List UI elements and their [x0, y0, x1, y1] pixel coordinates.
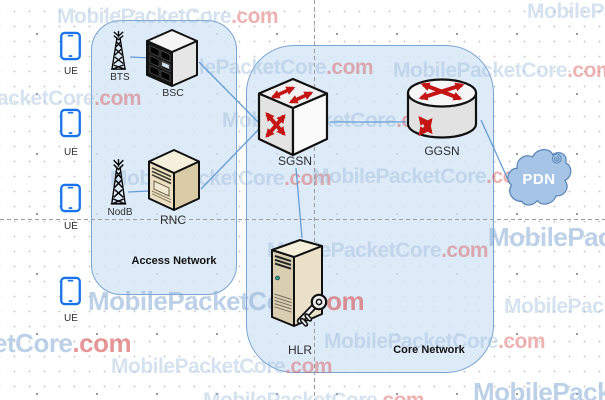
smartphone-icon	[60, 108, 81, 138]
router-cylinder-icon	[406, 78, 478, 139]
watermark-text: MobilePacketCore.com	[473, 377, 605, 400]
tower-server-key-icon	[271, 239, 328, 327]
sgsn-label: SGSN	[277, 154, 312, 168]
ue-device-4[interactable]	[60, 276, 81, 306]
page-guide-vertical	[314, 0, 315, 400]
bts-node[interactable]	[106, 30, 131, 71]
antenna-tower-icon	[111, 30, 126, 70]
access-network-label: Access Network	[131, 255, 217, 267]
hlr-node[interactable]	[265, 236, 335, 336]
ue-label: UE	[64, 66, 78, 77]
hlr-label: HLR	[287, 343, 312, 357]
antenna-tower-icon	[110, 159, 127, 205]
smartphone-icon	[60, 276, 81, 306]
bsc-node[interactable]	[145, 28, 199, 88]
rnc-node[interactable]	[147, 148, 201, 212]
watermark-text: MobilePacketCore.com	[488, 222, 605, 252]
ggsn-label: GGSN	[424, 144, 460, 158]
ggsn-node[interactable]	[405, 76, 479, 148]
watermark-text: MobilePacketCore.com	[0, 328, 132, 358]
rnc-label: RNC	[160, 213, 186, 227]
core-network-label: Core Network	[393, 344, 465, 356]
pdn-label: PDN	[522, 171, 556, 188]
nodb-node[interactable]	[106, 158, 131, 206]
bsc-label: BSC	[162, 87, 184, 99]
key-icon	[296, 293, 328, 327]
ue-device-2[interactable]	[60, 108, 81, 138]
sgsn-node[interactable]	[256, 76, 330, 158]
ue-device-3[interactable]	[60, 183, 81, 213]
rack-server-cube-icon	[146, 29, 198, 87]
ue-label: UE	[64, 221, 78, 232]
smartphone-icon	[60, 31, 81, 61]
ue-device-1[interactable]	[60, 31, 81, 61]
watermark-text: MobilePacketCore.com	[527, 0, 605, 23]
tower-server-cube-icon	[148, 149, 200, 211]
ue-label: UE	[64, 313, 78, 324]
smartphone-icon	[60, 183, 81, 213]
switch-3d-cube-icon	[257, 77, 329, 157]
nodb-label: NodB	[107, 207, 133, 218]
watermark-text: MobilePacketCore.com	[504, 295, 605, 318]
ue-label: UE	[64, 147, 78, 158]
bts-label: BTS	[110, 72, 130, 83]
